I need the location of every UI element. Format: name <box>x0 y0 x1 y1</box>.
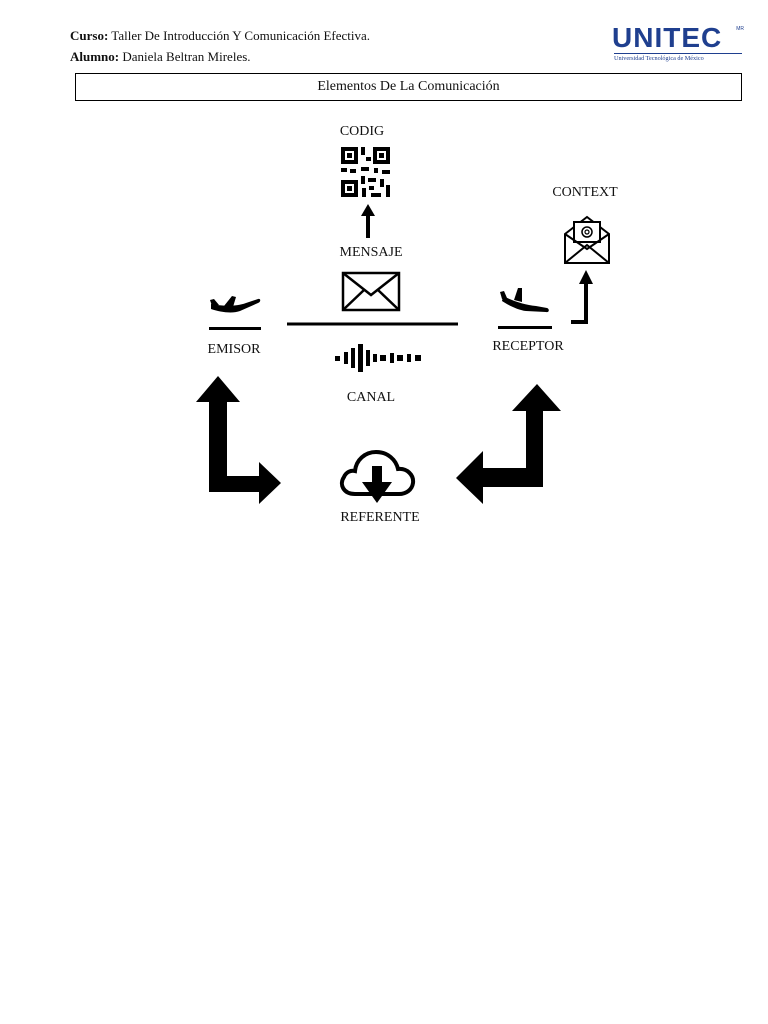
label-mensaje: MENSAJE <box>339 245 403 260</box>
airplane-landing-icon <box>498 288 552 329</box>
unitec-logo: UNITEC MR Universidad Tecnológica de Méx… <box>612 24 744 64</box>
label-canal: CANAL <box>346 390 396 405</box>
airplane-takeoff-icon <box>209 296 261 330</box>
label-emisor: EMISOR <box>207 342 261 357</box>
logo-tagline: Universidad Tecnológica de México <box>614 55 704 62</box>
double-elbow-arrow-right <box>456 384 561 504</box>
communication-diagram <box>196 147 610 504</box>
page-title: Elementos De La Comunicación <box>317 79 500 94</box>
title-box: Elementos De La Comunicación <box>75 73 742 101</box>
label-receptor: RECEPTOR <box>492 339 564 354</box>
logo-wordmark: UNITEC <box>612 22 723 53</box>
envelope-icon <box>341 271 401 312</box>
qr-code-icon <box>341 147 390 197</box>
cloud-download-icon <box>339 449 416 503</box>
logo-trademark: MR <box>736 26 744 32</box>
logo-rule <box>614 53 742 54</box>
sound-wave-icon <box>335 344 421 372</box>
label-codigo: CODIG <box>339 124 385 139</box>
arrow-up-icon <box>361 204 375 238</box>
course-value: Taller De Introducción Y Comunicación Ef… <box>111 28 371 43</box>
student-line: Alumno: Daniela Beltran Mireles. <box>70 49 251 65</box>
label-contexto: CONTEXT <box>552 185 618 200</box>
student-value: Daniela Beltran Mireles. <box>122 49 251 64</box>
course-label: Curso: <box>70 28 109 43</box>
label-referente: REFERENTE <box>340 510 420 525</box>
course-line: Curso: Taller De Introducción Y Comunica… <box>70 28 370 44</box>
email-envelope-icon <box>564 215 610 264</box>
student-label: Alumno: <box>70 49 120 64</box>
elbow-arrow-up-icon <box>571 270 593 324</box>
double-elbow-arrow-left <box>196 376 281 504</box>
